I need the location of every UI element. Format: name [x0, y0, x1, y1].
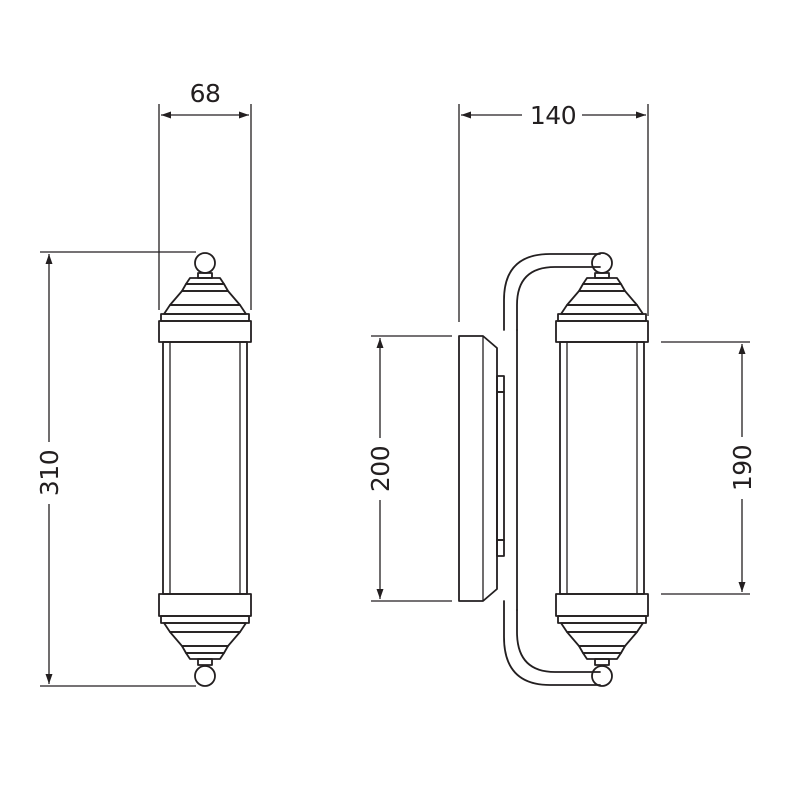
front-glass-shade: [162, 341, 248, 595]
side-top-cap: [557, 277, 647, 322]
side-arm-top-outer: [503, 253, 601, 331]
side-top-finial-ball: [591, 252, 613, 274]
front-view: [158, 252, 252, 687]
front-bottom-collar: [158, 593, 252, 617]
dim-front-width: 68: [158, 79, 252, 310]
dim-label-shade-height: 190: [728, 445, 757, 491]
dim-shade-height: 190: [661, 341, 757, 595]
dim-label-front-height: 310: [35, 450, 64, 496]
side-bottom-collar: [555, 593, 649, 617]
side-bottom-cap: [557, 615, 647, 660]
dim-label-side-depth: 140: [530, 101, 576, 130]
front-bottom-finial-ball: [194, 665, 216, 687]
side-mount-plate: [496, 391, 505, 541]
side-view: [458, 252, 649, 687]
side-glass-shade: [559, 341, 645, 595]
side-bottom-finial-ball: [591, 665, 613, 687]
side-top-collar: [555, 320, 649, 343]
front-bottom-finial-neck: [197, 658, 213, 666]
side-arm-bottom-outer: [503, 600, 601, 686]
front-top-cap: [160, 277, 250, 322]
side-backplate: [458, 335, 498, 602]
dim-label-backplate-height: 200: [366, 446, 395, 492]
side-bottom-finial-neck: [594, 658, 610, 666]
side-mount-top: [496, 375, 505, 393]
front-top-finial-ball: [194, 252, 216, 274]
dim-side-depth: 140: [458, 100, 649, 322]
front-bottom-cap: [160, 615, 250, 660]
front-top-collar: [158, 320, 252, 343]
side-arm-bottom-inner: [516, 609, 601, 673]
dim-backplate-height: 200: [366, 335, 452, 602]
dim-label-front-width: 68: [190, 79, 221, 108]
dim-front-height: 310: [35, 251, 196, 687]
side-arm-top-inner: [516, 266, 601, 331]
side-mount-bottom: [496, 539, 505, 557]
